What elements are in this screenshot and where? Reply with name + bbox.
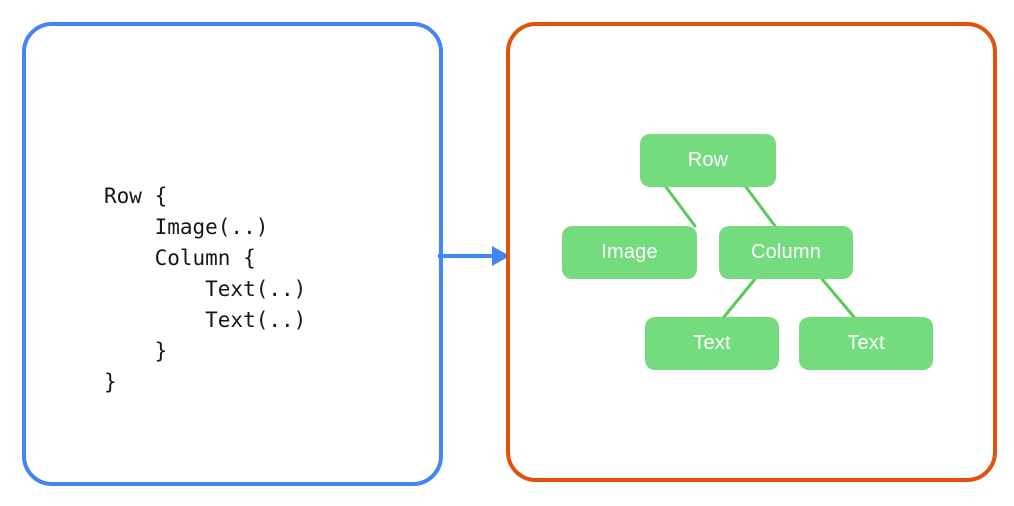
flow-arrow-icon (438, 246, 510, 266)
tree-node-row[interactable]: Row (640, 134, 776, 187)
edge-column-text2 (820, 277, 856, 319)
edge-row-column (744, 185, 777, 228)
edge-column-text1 (722, 277, 757, 319)
edge-row-image (664, 185, 697, 228)
tree-node-image[interactable]: Image (562, 226, 697, 279)
tree-node-column[interactable]: Column (719, 226, 853, 279)
tree-node-text-2[interactable]: Text (799, 317, 933, 370)
code-panel: Row { Image(..) Column { Text(..) Text(.… (22, 22, 443, 486)
code-snippet: Row { Image(..) Column { Text(..) Text(.… (104, 184, 307, 394)
tree-edges (664, 185, 856, 319)
tree-node-text-1[interactable]: Text (645, 317, 779, 370)
